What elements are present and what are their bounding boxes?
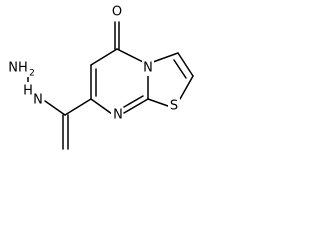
bond-n8-c8a: [123, 98, 149, 114]
atom-o-ring-carbonyl: O: [111, 4, 123, 20]
atom-label: S: [170, 99, 178, 114]
bond-c3-c2: [177, 52, 194, 77]
bond-c7-carbonyl-c: [64, 98, 92, 116]
atom-subscript: 2: [29, 69, 35, 79]
bond-n8-c8a-double: [123, 95, 144, 108]
bond-n4-c3: [152, 52, 179, 63]
molecule-structure: O N S N H N NH 2: [4, 4, 194, 150]
atom-label: N: [113, 108, 123, 123]
bond-s1-c8a: [147, 98, 169, 107]
atom-label: N: [143, 61, 153, 76]
atom-nh2-terminal: NH 2: [4, 59, 38, 79]
atom-n-bridgehead: N: [142, 60, 154, 76]
atom-label: NH: [8, 61, 28, 76]
bond-c5-c6: [90, 48, 118, 66]
atom-n-pyrimidine: N: [111, 108, 123, 124]
bond-c7-n8: [90, 98, 113, 115]
atom-s-thiazole: S: [168, 98, 180, 114]
atom-h-label: H: [23, 84, 33, 99]
atom-label: O: [112, 5, 122, 20]
bond-c2-s1: [179, 75, 194, 100]
atom-label: N: [33, 93, 43, 108]
bond-n4-c5: [116, 48, 144, 63]
bond-carbonyl-c-nh: [44, 100, 66, 116]
atom-nh-hydrazide: H N: [20, 82, 44, 110]
bond-c3-c2-double: [173, 59, 187, 79]
